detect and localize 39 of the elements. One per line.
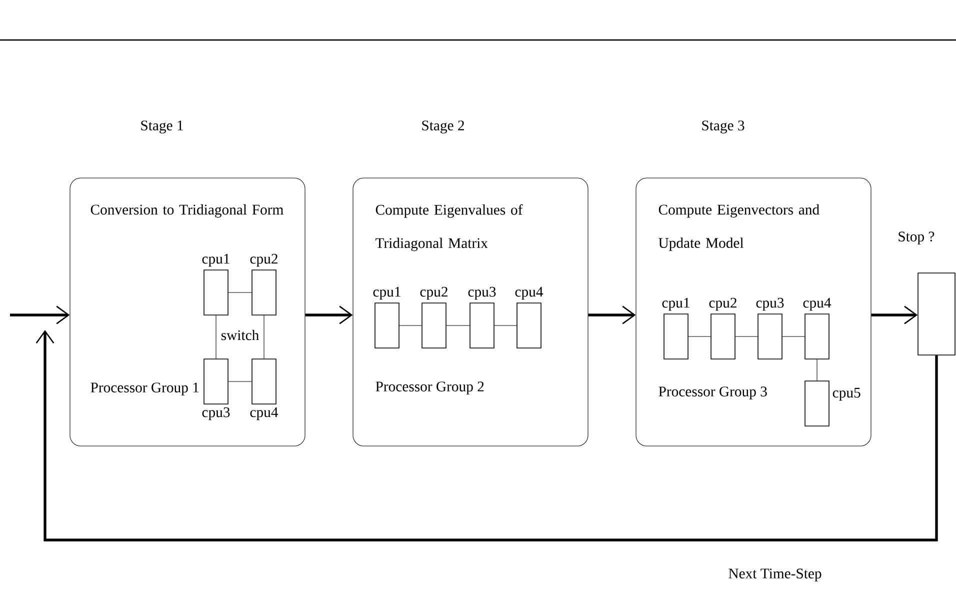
cpu-label: cpu3: [202, 407, 230, 420]
cpu-label: cpu4: [515, 286, 544, 300]
cpu-label: cpu3: [756, 298, 784, 311]
group-label: Processor Group 2: [376, 382, 484, 394]
arrow: [588, 306, 636, 324]
group-label: Processor Group 3: [658, 386, 767, 400]
connector-line: [735, 336, 758, 337]
connector-line: [688, 336, 711, 337]
connector-line: [399, 325, 422, 326]
stage-heading: Compute Eigenvalues of Tridiagonal Matrix: [376, 204, 523, 252]
cpu-label: cpu2: [420, 286, 448, 300]
stage-label: Stage 1: [141, 120, 183, 134]
cpu-label: cpu2: [709, 298, 736, 311]
stage-heading: Conversion to Tridiagonal Form: [90, 204, 284, 218]
cpu-label: cpu1: [202, 254, 230, 267]
switch-label: switch: [221, 330, 259, 340]
stage-heading: Compute Eigenvectors and Update Model: [658, 204, 820, 251]
cpu-label: cpu5: [832, 388, 860, 401]
arrow: [305, 306, 353, 324]
stage-label: Stage 2: [422, 120, 464, 134]
cpu-label: cpu3: [468, 286, 496, 300]
group-label: Processor Group 1: [90, 382, 199, 396]
arrow: [10, 306, 70, 324]
edge-label: Next Time-Step: [726, 567, 824, 583]
cpu-label: cpu1: [373, 286, 400, 300]
cpu-label: cpu1: [662, 298, 690, 311]
cpu-label: cpu4: [803, 298, 832, 311]
connector-line: [446, 325, 470, 326]
arrow: [871, 306, 918, 324]
connector-line: [782, 336, 805, 337]
cpu-label: cpu4: [250, 407, 278, 420]
stage-label: Stage 3: [702, 120, 744, 134]
stage-label: Stop ?: [898, 232, 934, 244]
connector-line: [228, 292, 252, 293]
connector-line: [494, 325, 517, 326]
arrow: [36, 330, 938, 542]
cpu-label: cpu2: [250, 254, 278, 267]
connector-line: [816, 359, 818, 381]
connector-line: [228, 381, 252, 382]
